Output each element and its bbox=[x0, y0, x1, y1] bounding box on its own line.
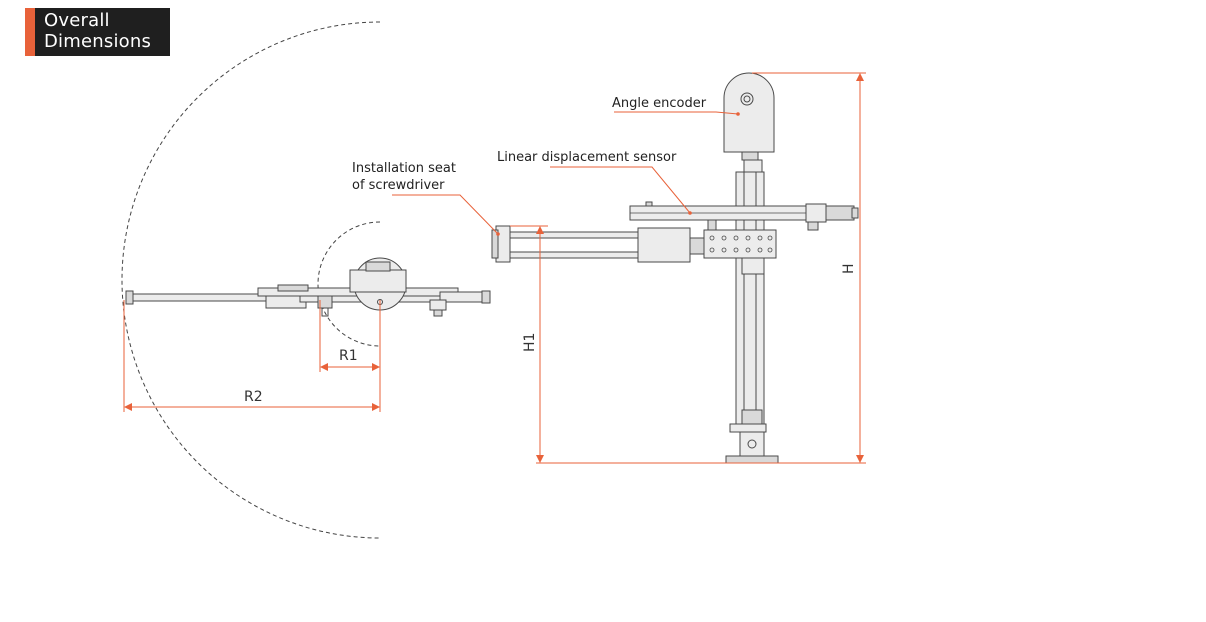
side-base-bolt bbox=[747, 439, 757, 449]
h1-label: H1 bbox=[522, 333, 538, 352]
side-base-plate bbox=[725, 455, 779, 464]
top-end-cap bbox=[481, 290, 491, 304]
side-rail-knob bbox=[851, 207, 859, 219]
top-arm-rod bbox=[127, 293, 269, 302]
angle-encoder-dial-inner bbox=[743, 95, 751, 103]
r2-label: R2 bbox=[244, 389, 263, 405]
screwdriver-seat-clip bbox=[491, 229, 499, 259]
title-accent-bar bbox=[25, 8, 35, 56]
slider-bolts bbox=[709, 235, 773, 253]
side-rail-left-clip bbox=[645, 201, 653, 207]
side-column-collar-bottom bbox=[729, 423, 767, 433]
angle-encoder-leader bbox=[614, 111, 739, 115]
section-title: Overall Dimensions bbox=[25, 8, 170, 56]
side-arm-rod-upper bbox=[507, 231, 641, 239]
top-encoder-box bbox=[349, 269, 407, 293]
top-rail-carriage bbox=[277, 284, 309, 292]
r1-arc bbox=[317, 221, 381, 347]
side-top-collar bbox=[741, 151, 759, 161]
title-line-2: Dimensions bbox=[44, 31, 152, 52]
side-collar-2 bbox=[743, 159, 763, 173]
side-slider-lower bbox=[741, 257, 765, 275]
side-arm-rod-lower bbox=[507, 251, 641, 259]
side-arm-coupler bbox=[689, 237, 705, 255]
top-holder-pin bbox=[321, 307, 329, 317]
top-encoder-cap bbox=[365, 261, 391, 272]
angle-encoder-leader-dot bbox=[736, 112, 740, 116]
side-rail-bracket bbox=[807, 221, 819, 231]
side-base-block bbox=[739, 431, 765, 457]
install-seat-label-2: of screwdriver bbox=[352, 178, 445, 193]
install-seat-leader-dot bbox=[496, 232, 500, 236]
r1-label: R1 bbox=[339, 348, 358, 364]
side-slider-block bbox=[703, 229, 777, 259]
side-arm-sleeve bbox=[637, 227, 691, 263]
top-end-block bbox=[429, 299, 447, 311]
side-rail-end-block bbox=[805, 203, 827, 223]
side-column-clamp bbox=[741, 409, 763, 425]
angle-encoder-dial bbox=[740, 92, 754, 106]
angle-encoder-label: Angle encoder bbox=[612, 96, 707, 111]
top-end-cylinder bbox=[439, 291, 485, 303]
title-text: Overall Dimensions bbox=[44, 10, 151, 52]
install-seat-label-1: Installation seat bbox=[352, 161, 456, 176]
h-label: H bbox=[841, 263, 857, 274]
top-end-knob bbox=[433, 309, 443, 317]
linear-sensor-leader-dot bbox=[688, 211, 692, 215]
linear-sensor-leader bbox=[550, 166, 691, 214]
install-seat-leader bbox=[392, 194, 499, 235]
side-slider-post bbox=[707, 219, 717, 231]
title-line-1: Overall bbox=[44, 10, 110, 31]
top-view: R1 R2 bbox=[121, 21, 491, 539]
linear-sensor-label: Linear displacement sensor bbox=[497, 150, 677, 165]
top-arm-end bbox=[125, 290, 134, 305]
angle-encoder-housing bbox=[723, 72, 775, 153]
side-rail-end-cap bbox=[825, 205, 855, 221]
r2-arc bbox=[121, 21, 381, 539]
side-view: H H1 Angle encoder Linear displacement s… bbox=[352, 72, 866, 464]
